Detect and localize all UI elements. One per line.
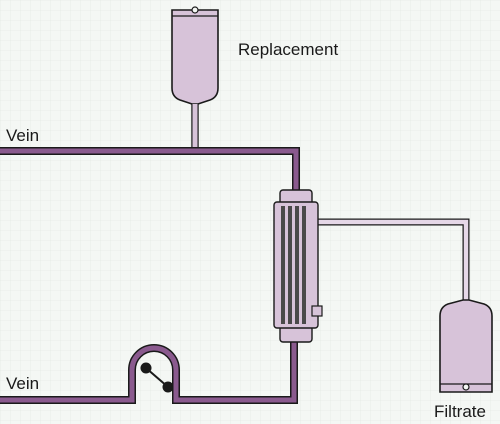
- venous-return-line: [0, 147, 300, 196]
- replacement-tube: [192, 104, 198, 152]
- filtrate-line: [312, 218, 470, 300]
- filtrate-bag: [439, 299, 493, 393]
- filtrate-label: Filtrate: [434, 402, 486, 421]
- arterial-line: [0, 340, 298, 404]
- roller-pump: [140, 362, 174, 393]
- bag-hanger-hole: [191, 6, 199, 14]
- replacement-bag: [171, 6, 219, 105]
- vein-label-bottom: Vein: [6, 374, 40, 393]
- hemofilter: [273, 189, 323, 343]
- vein-label-top: Vein: [6, 126, 40, 145]
- filter-fibers: [281, 206, 306, 324]
- filtrate-bag-hole: [462, 383, 470, 391]
- replacement-label: Replacement: [238, 40, 339, 59]
